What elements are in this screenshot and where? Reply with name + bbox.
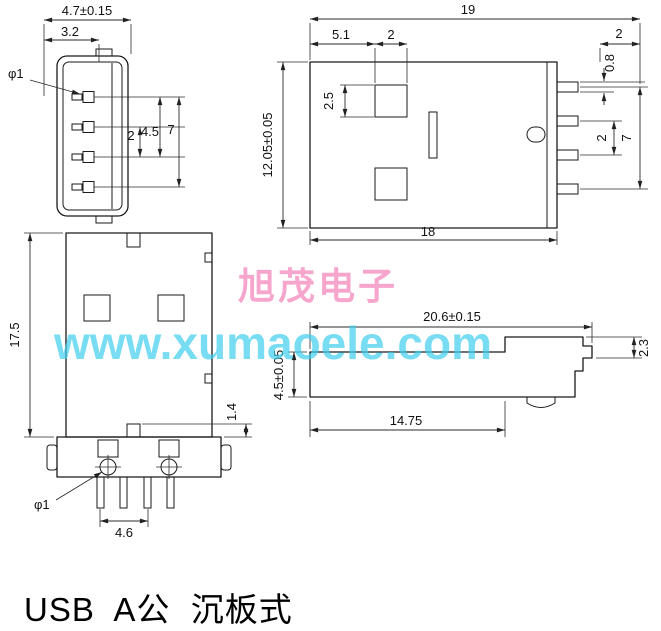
dim-hole-height: 2.5 [321,92,336,110]
side-lug [46,444,58,471]
watermark-brand: 旭茂电子 [238,266,398,307]
dim-base-step: 1.4 [224,403,239,421]
pin [82,181,95,193]
seam-notch-bottom [126,423,141,437]
dim-body-length: 17.5 [7,322,22,347]
dim-flat-length: 14.75 [390,413,423,428]
square-hole-bottom [374,167,408,201]
base-outline [56,436,222,478]
dim-pin-thickness: 0.8 [602,54,617,72]
leader-line [55,471,103,501]
shell-outline [56,55,129,217]
dim-pin-diameter: φ1 [34,497,50,512]
seam-notch-top [126,233,141,248]
pin [82,151,95,163]
dim-body-length: 18 [421,224,435,239]
side-lug [220,444,232,471]
dim-step-height: 2.3 [636,339,651,357]
watermark-url: www.xumaoele.com [54,317,492,369]
profile-outline [309,336,593,398]
leader-line [29,79,81,95]
dim-length-total: 20.6±0.15 [423,309,481,324]
dim-bar-height: 4.5±0.05 [271,350,286,401]
front-dimension-lines [29,17,185,188]
bottom-pins [96,476,175,509]
top-dimension-lines [24,232,252,527]
pin-lead [71,153,83,161]
dim-pin-span: 7 [619,134,634,141]
side-view: 19 5.1 2 2 0.8 12.05±0.05 18 2 7 2.5 [260,2,648,245]
dim-pitch: 2 [127,128,134,143]
side-pins [556,81,579,195]
pin [556,183,579,195]
pin-boss [97,439,119,458]
oval-hole [526,126,546,143]
pin [143,476,152,509]
front-pins [71,91,95,193]
pin-lead [71,93,83,101]
crimp-tab-bottom [95,215,113,224]
dim-width-outer: 4.7±0.15 [62,3,113,18]
pin [556,149,579,161]
front-view: 4.7±0.15 3.2 φ1 2 4.5 7 [8,3,185,224]
crimp-tab-top [95,48,113,57]
pin-boss [158,439,180,458]
dim-length-total: 19 [461,2,475,17]
edge-tab [204,252,213,263]
pin [119,476,128,509]
shell-inner-wall [62,61,123,211]
pin [82,121,95,133]
dim-span-outer: 7 [167,122,174,137]
center-slot [428,111,438,159]
dim-width-inner: 3.2 [61,24,79,39]
pin [556,81,579,93]
profile-view: 20.6±0.15 2.3 4.5±0.05 14.75 [271,309,651,437]
dim-pin-spacing: 4.6 [115,525,133,540]
shell-window [83,294,111,322]
pin [556,115,579,127]
side-dimension-lines [277,16,648,245]
drawing-title: USB A公 沉板式 [24,591,293,628]
pin-lead [71,183,83,191]
dim-offset-left: 5.1 [332,27,350,42]
pin-lead [71,123,83,131]
square-hole-top [374,84,408,118]
edge-tab [204,373,213,384]
pin [96,476,105,509]
mount-foot [526,397,556,408]
dim-span-mid: 4.5 [141,124,159,139]
dim-hole-width: 2 [387,27,394,42]
dim-pin-diameter: φ1 [8,66,24,81]
dim-body-height: 12.05±0.05 [260,113,275,178]
pin [166,476,175,509]
shell-window [157,294,185,322]
profile-dimension-lines [288,322,642,437]
dim-pin-pitch: 2 [594,134,609,141]
body-outline [309,61,558,229]
top-view: 17.5 1.4 φ1 4.6 [7,232,252,540]
dim-pin-extension: 2 [615,26,622,41]
pin [82,91,95,103]
